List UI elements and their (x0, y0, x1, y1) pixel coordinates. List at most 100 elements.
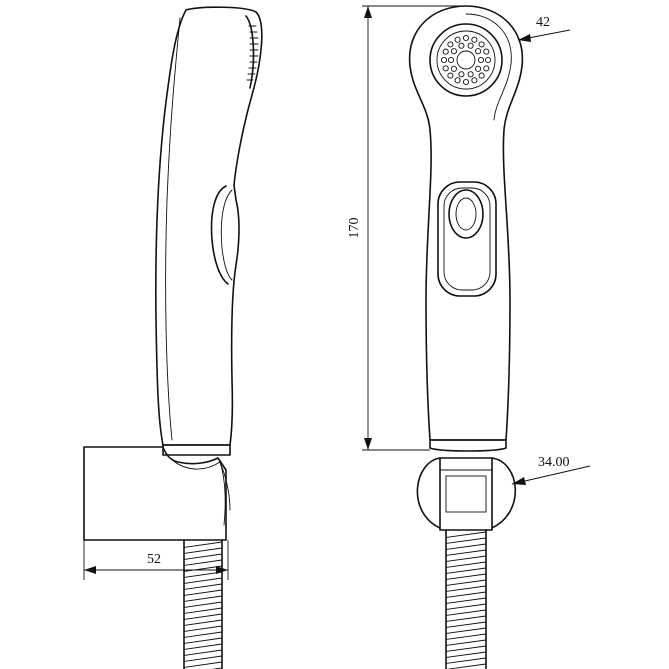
front-bracket-label: 34.00 (538, 455, 570, 470)
hose-coil (445, 633, 487, 640)
front-button-oval-inner (455, 197, 477, 231)
front-head-dimension: 42 (517, 15, 571, 42)
hose-coil (445, 573, 487, 580)
side-bracket-mount (217, 457, 231, 511)
hose-coil (445, 543, 487, 550)
side-width-label: 52 (147, 552, 161, 567)
side-handle-outline (155, 6, 263, 446)
nozzle-hole (454, 77, 461, 84)
nozzle-hole (440, 56, 448, 64)
hose-coil (445, 579, 487, 586)
nozzle-hole (447, 72, 454, 79)
hose-coil (183, 577, 223, 584)
hose-coil (183, 655, 223, 662)
nozzle-hole (447, 56, 455, 64)
hose-coil (183, 547, 223, 554)
hose-coil (445, 627, 487, 634)
nozzle-hole (458, 71, 465, 78)
nozzle-hole (475, 48, 482, 55)
hose-coil (445, 537, 487, 544)
hose-coil (445, 561, 487, 568)
nozzle-hole (458, 42, 465, 49)
front-height-dimension: 170 (347, 5, 466, 451)
nozzle-hole (467, 71, 474, 78)
front-bracket-dimension: 34.00 (511, 455, 591, 485)
front-nozzle-ring (436, 30, 496, 90)
hose-coil (183, 571, 223, 578)
nozzle-hole (478, 72, 485, 79)
hose-coil (445, 615, 487, 622)
side-width-dimension: 52 (83, 540, 229, 580)
front-button-oval[interactable] (448, 189, 484, 239)
hose-coil (445, 549, 487, 556)
hose-coil (183, 565, 223, 572)
hose-coil (445, 555, 487, 562)
side-hose (183, 539, 223, 669)
side-bracket-curve (169, 457, 226, 526)
hose-coil (183, 541, 223, 548)
hose-coil (445, 531, 487, 538)
nozzle-hole (483, 65, 490, 72)
side-handle-inner-edge (165, 17, 181, 441)
hose-coil (445, 651, 487, 658)
nozzle-hole (475, 65, 482, 72)
hose-coil (445, 639, 487, 646)
hose-coil (183, 613, 223, 620)
hose-coil (183, 595, 223, 602)
nozzle-hole (477, 56, 485, 64)
nozzle-hole (450, 65, 457, 72)
front-view: 170 42 34.00 (347, 5, 591, 669)
side-trigger (210, 185, 229, 285)
front-nozzle-outer (429, 23, 503, 97)
hose-coil (183, 589, 223, 596)
nozzle-hole (450, 48, 457, 55)
nozzle-hole (462, 34, 470, 42)
hose-coil (445, 597, 487, 604)
front-bracket-body (439, 457, 493, 531)
nozzle-hole (478, 41, 485, 48)
hose-coil (183, 637, 223, 644)
hose-coil (445, 621, 487, 628)
side-nozzle-ribs (246, 25, 259, 81)
nozzle-hole (483, 48, 490, 55)
hose-coil (445, 603, 487, 610)
nozzle-hole (467, 42, 474, 49)
hose-coil (445, 591, 487, 598)
front-button-frame (437, 181, 497, 297)
side-view: 52 (83, 6, 263, 669)
front-head-label: 42 (536, 15, 550, 30)
side-collar (162, 444, 231, 456)
side-trigger-inner (220, 189, 233, 281)
hose-coil (183, 559, 223, 566)
front-nozzle-core (456, 50, 476, 70)
nozzle-hole (447, 41, 454, 48)
nozzle-hole (442, 48, 449, 55)
nozzle-hole (442, 65, 449, 72)
hose-coil (183, 649, 223, 656)
front-button-inner (443, 187, 491, 291)
hose-coil (183, 619, 223, 626)
side-nozzle-face (245, 15, 255, 89)
hose-coil (445, 663, 487, 669)
front-bracket-ring (416, 457, 517, 529)
nozzle-hole (462, 78, 470, 86)
nozzle-hole (484, 56, 492, 64)
hose-coil (445, 645, 487, 652)
front-collar (429, 439, 507, 452)
hose-coil (445, 585, 487, 592)
nozzle-hole (471, 36, 478, 43)
hose-coil (183, 583, 223, 590)
front-height-label: 170 (347, 218, 362, 239)
hose-coil (445, 609, 487, 616)
hose-coil (183, 643, 223, 650)
hose-coil (183, 625, 223, 632)
nozzle-hole (471, 77, 478, 84)
hose-coil (183, 601, 223, 608)
nozzle-hole (454, 36, 461, 43)
hose-coil (183, 661, 223, 668)
front-bracket-window (445, 475, 487, 513)
hose-coil (183, 631, 223, 638)
hose-coil (183, 607, 223, 614)
hose-coil (445, 567, 487, 574)
